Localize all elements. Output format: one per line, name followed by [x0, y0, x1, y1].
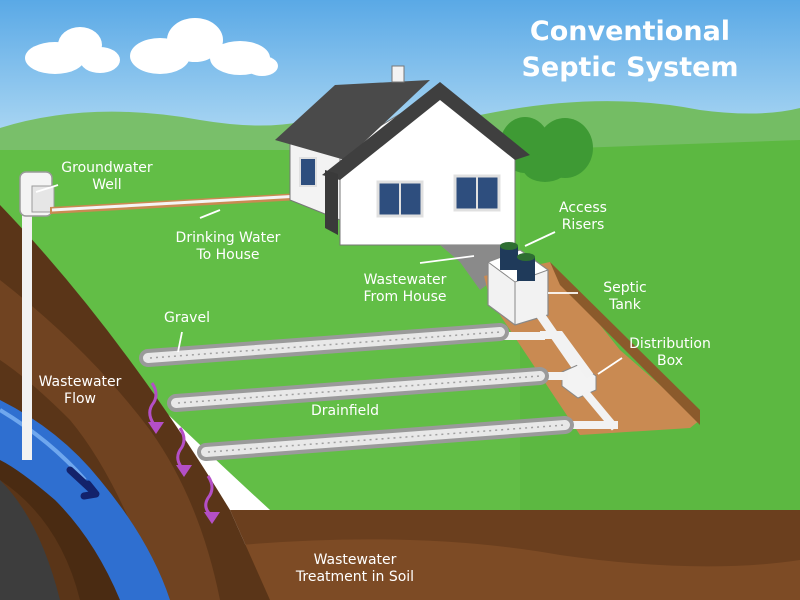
drainfield-lateral	[139, 323, 509, 367]
label-gravel: Gravel	[164, 310, 210, 326]
label-treatment-in-soil: Wastewater Treatment in Soil	[295, 552, 415, 585]
diagram-title: Conventional Septic System	[500, 14, 760, 86]
label-septic-tank: Septic Tank	[603, 280, 647, 313]
wastewater-arrow-icon	[204, 512, 220, 524]
label-groundwater-well: Groundwater Well	[61, 160, 153, 193]
wastewater-arrow-icon	[176, 465, 192, 477]
header-pipe	[540, 331, 594, 379]
label-distribution-box: Distribution Box	[629, 336, 711, 369]
label-wastewater-flow: Wastewater Flow	[38, 374, 122, 407]
cloud-icon	[25, 27, 120, 74]
leader-lines	[35, 184, 623, 375]
title-line-2: Septic System	[521, 52, 739, 83]
title-line-1: Conventional	[529, 16, 731, 47]
label-access-risers: Access Risers	[559, 200, 607, 233]
drainfield-lateral	[167, 367, 549, 412]
label-wastewater-from-house: Wastewater From House	[363, 272, 447, 305]
house-roof	[322, 82, 530, 180]
soil-layer	[240, 539, 800, 600]
bedrock	[0, 480, 60, 600]
label-drainfield: Drainfield	[310, 403, 380, 419]
groundwater-flow-light	[0, 408, 87, 482]
wastewater-arrow-icon	[176, 427, 186, 472]
trench-wall	[550, 262, 700, 425]
label-drinking-water: Drinking Water To House	[175, 230, 281, 263]
house-window	[299, 157, 317, 187]
cloud-icon	[130, 18, 278, 76]
wastewater-arrow-icon	[148, 422, 164, 434]
house-door	[325, 170, 338, 235]
water-line-pipe	[51, 194, 301, 212]
wastewater-arrow-icon	[148, 382, 158, 428]
access-riser	[500, 242, 518, 270]
groundwater-flow	[0, 400, 170, 600]
well-casing	[22, 210, 32, 460]
access-riser	[517, 253, 535, 281]
well-cap	[31, 185, 55, 213]
flow-arrow-icon	[66, 466, 100, 500]
house	[275, 65, 530, 246]
soil-layer	[0, 280, 220, 600]
wastewater-arrow-icon	[204, 475, 214, 518]
drainfield-lateral	[197, 416, 574, 461]
house-roof	[275, 80, 430, 160]
